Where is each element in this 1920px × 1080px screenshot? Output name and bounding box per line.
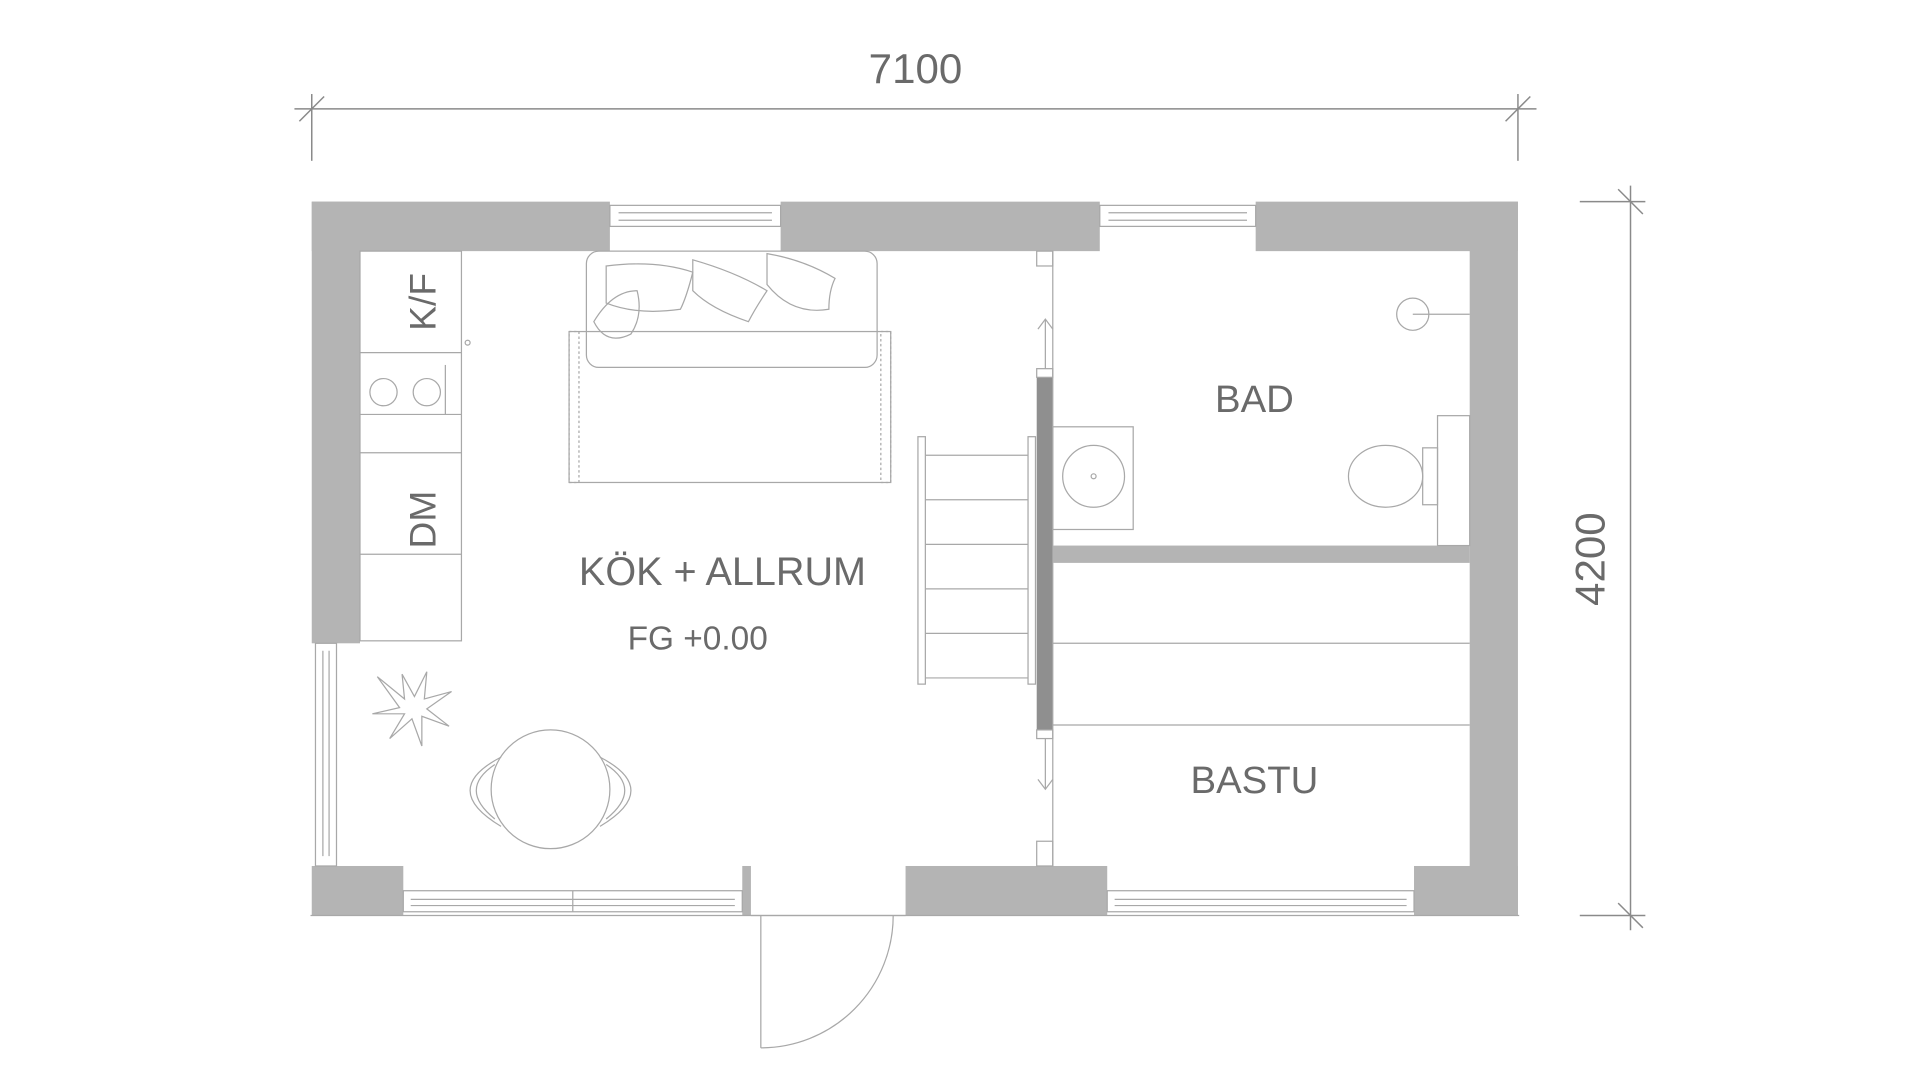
room-label-bathroom: BAD <box>1215 378 1294 421</box>
room-label-kitchen-living: KÖK + ALLRUM <box>579 550 866 594</box>
kitchen-counter: K/F DM <box>359 250 471 642</box>
stove-burner-icon <box>369 377 398 407</box>
exterior-walls <box>310 201 1520 917</box>
entrance-door <box>750 914 906 1049</box>
width-dimension: 7100 <box>294 45 1537 161</box>
width-label: 7100 <box>869 45 963 92</box>
dishwasher-label: DM <box>401 491 443 549</box>
sofa-icon <box>568 250 892 484</box>
interior-walls <box>1036 250 1470 867</box>
height-label: 4200 <box>1567 512 1614 606</box>
bathroom-fixtures <box>1052 297 1471 726</box>
toilet-icon <box>1347 444 1424 508</box>
sink-icon <box>1052 426 1134 531</box>
room-label-sauna: BASTU <box>1191 759 1319 802</box>
stove-burner-icon <box>412 377 442 407</box>
height-dimension: 4200 <box>1567 185 1646 931</box>
fridge-freezer-label: K/F <box>401 273 443 331</box>
plant-icon <box>372 671 452 747</box>
windows <box>314 204 1415 913</box>
floor-level-label: FG +0.00 <box>628 620 768 657</box>
staircase <box>917 436 1037 685</box>
dining-table-icon <box>469 729 632 850</box>
